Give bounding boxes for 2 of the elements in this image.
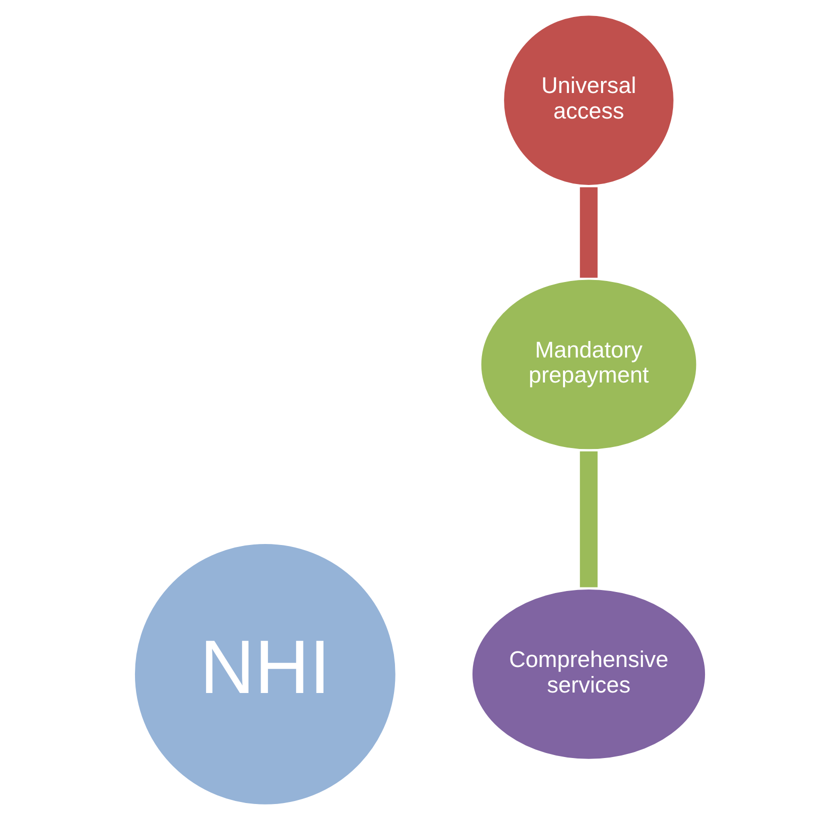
connector — [580, 187, 598, 278]
connector — [580, 451, 598, 588]
